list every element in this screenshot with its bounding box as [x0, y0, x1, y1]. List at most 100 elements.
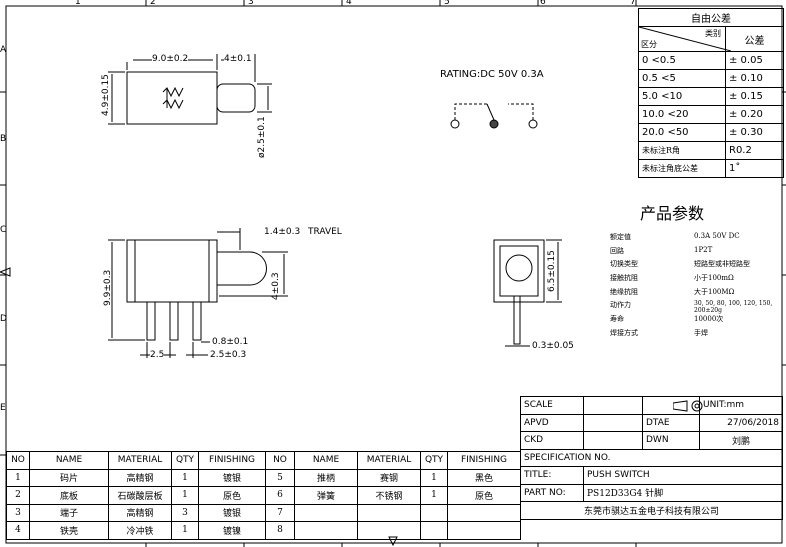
tolerance-table: 自由公差 类别 区分 公差 0 <0.5± 0.05 0.5 <5± 0.10 … [638, 8, 784, 178]
title-value: PUSH SWITCH [583, 466, 783, 485]
zone-left-d: D [0, 314, 7, 324]
bom-header: MATERIAL [108, 451, 172, 470]
dim-actuator-height: 4±0.3 [271, 272, 281, 300]
bom-cell: 1 [420, 468, 448, 487]
bom-cell: 码片 [29, 468, 109, 487]
zone-top-4: 4 [346, 0, 352, 7]
tol-value: 1˚ [725, 159, 784, 178]
bom-cell [357, 503, 421, 522]
apvd-label: APVD [520, 413, 584, 432]
params-title: 产品参数 [640, 204, 705, 223]
ckd-label: CKD [520, 431, 584, 450]
zone-top-5: 5 [444, 0, 450, 7]
param-value: 1P2T [694, 245, 713, 254]
bom-table: NO NAME MATERIAL QTY FINISHING NO NAME M… [6, 451, 521, 540]
bom-header: NAME [29, 451, 109, 470]
zone-top-6: 6 [540, 0, 546, 7]
part-value: PS12D33G4 针脚 [583, 483, 783, 502]
bom-cell [357, 521, 421, 540]
dim-width-actuator: 4±0.1 [224, 54, 252, 64]
scale-label: SCALE [520, 396, 584, 415]
dim-pin-width: 0.8±0.1 [212, 337, 249, 347]
tol-value: R0.2 [725, 141, 784, 160]
bom-cell: 底板 [29, 486, 109, 505]
bom-cell: 1 [420, 486, 448, 505]
zone-left-a: A [0, 45, 7, 55]
param-value: 短路型或非短路型 [694, 260, 750, 269]
bom-cell: 原色 [447, 486, 521, 505]
param-key: 焊接方式 [610, 328, 638, 337]
bom-header: NAME [294, 451, 358, 470]
bom-cell: 3 [6, 503, 30, 522]
bom-cell: 冷冲铁 [108, 521, 172, 540]
bom-cell: 原色 [198, 486, 266, 505]
tol-value: ± 0.30 [725, 123, 784, 142]
tolerance-title: 自由公差 [638, 8, 784, 27]
bom-cell: 赛钢 [357, 468, 421, 487]
date-value: 27/06/2018 [699, 413, 783, 432]
param-row: 动作力 30, 50, 80, 100, 120, 150, 200±20g [610, 300, 786, 314]
tol-range: 0 <0.5 [638, 51, 726, 70]
tol-value: ± 0.20 [725, 105, 784, 124]
dim-end-height: 6.5±0.15 [547, 250, 557, 292]
dim-actuator-diameter: ø2.5±0.1 [257, 116, 267, 158]
zone-top-2: 2 [150, 0, 156, 7]
bom-cell: 4 [6, 521, 30, 540]
param-value: 30, 50, 80, 100, 120, 150, 200±20g [694, 300, 773, 315]
param-row: 切换类型 短路型或非短路型 [610, 259, 786, 273]
end-view [493, 239, 562, 347]
part-label: PART NO: [520, 483, 584, 502]
bom-header-row: NO NAME MATERIAL QTY FINISHING NO NAME M… [6, 451, 521, 470]
param-value: 小于100mΩ [694, 274, 734, 283]
bom-header: FINISHING [447, 451, 521, 470]
bom-cell: 铁壳 [29, 521, 109, 540]
tolerance-header-diag: 类别 区分 [638, 26, 731, 52]
spec-label: SPECIFICATION NO. [520, 448, 783, 467]
param-value: 10000次 [694, 315, 724, 324]
zone-top-7: 7 [630, 0, 636, 7]
zone-top-1: 1 [75, 0, 81, 7]
param-key: 额定值 [610, 233, 631, 241]
tol-range: 0.5 <5 [638, 69, 726, 88]
param-value: 手焊 [694, 328, 708, 337]
center-arrow-left [0, 267, 11, 277]
bom-cell: 1 [6, 468, 30, 487]
bom-cell: 1 [171, 468, 199, 487]
tol-range: 未标注R角 [638, 141, 726, 160]
dim-travel: 1.4±0.3 [264, 227, 301, 237]
bom-cell: 3 [171, 503, 199, 522]
bom-cell: 6 [265, 486, 295, 505]
bom-cell: 1 [171, 521, 199, 540]
bom-header: FINISHING [198, 451, 266, 470]
param-key: 寿命 [610, 315, 624, 324]
zone-top-3: 3 [248, 0, 254, 7]
tol-range: 20.0 <50 [638, 123, 726, 142]
bom-cell: 镀银 [198, 503, 266, 522]
param-key: 动作力 [610, 301, 631, 310]
drawer-name: 刘鹏 [699, 431, 783, 450]
bom-header: QTY [420, 451, 448, 470]
bom-header: QTY [171, 451, 199, 470]
dtae-label: DTAE [642, 413, 700, 432]
dim-pitch-2: 2.5±0.3 [210, 350, 247, 360]
projection-icon [673, 400, 703, 412]
bom-header: NO [6, 451, 30, 470]
bom-header: MATERIAL [357, 451, 421, 470]
bom-header: NO [265, 451, 295, 470]
top-view [108, 54, 272, 125]
param-row: 寿命 10000次 [610, 314, 786, 328]
zone-left-e: E [0, 403, 6, 413]
header-type: 类别 [705, 29, 721, 38]
tol-range: 5.0 <10 [638, 87, 726, 106]
dwn-label: DWN [642, 431, 700, 450]
title-block: SCALE UNIT:mm APVD DTAE 27/06/2018 CKD D… [520, 396, 783, 520]
param-key: 切换类型 [610, 260, 638, 269]
travel-label: TRAVEL [308, 227, 342, 237]
zone-left-b: B [0, 134, 7, 144]
